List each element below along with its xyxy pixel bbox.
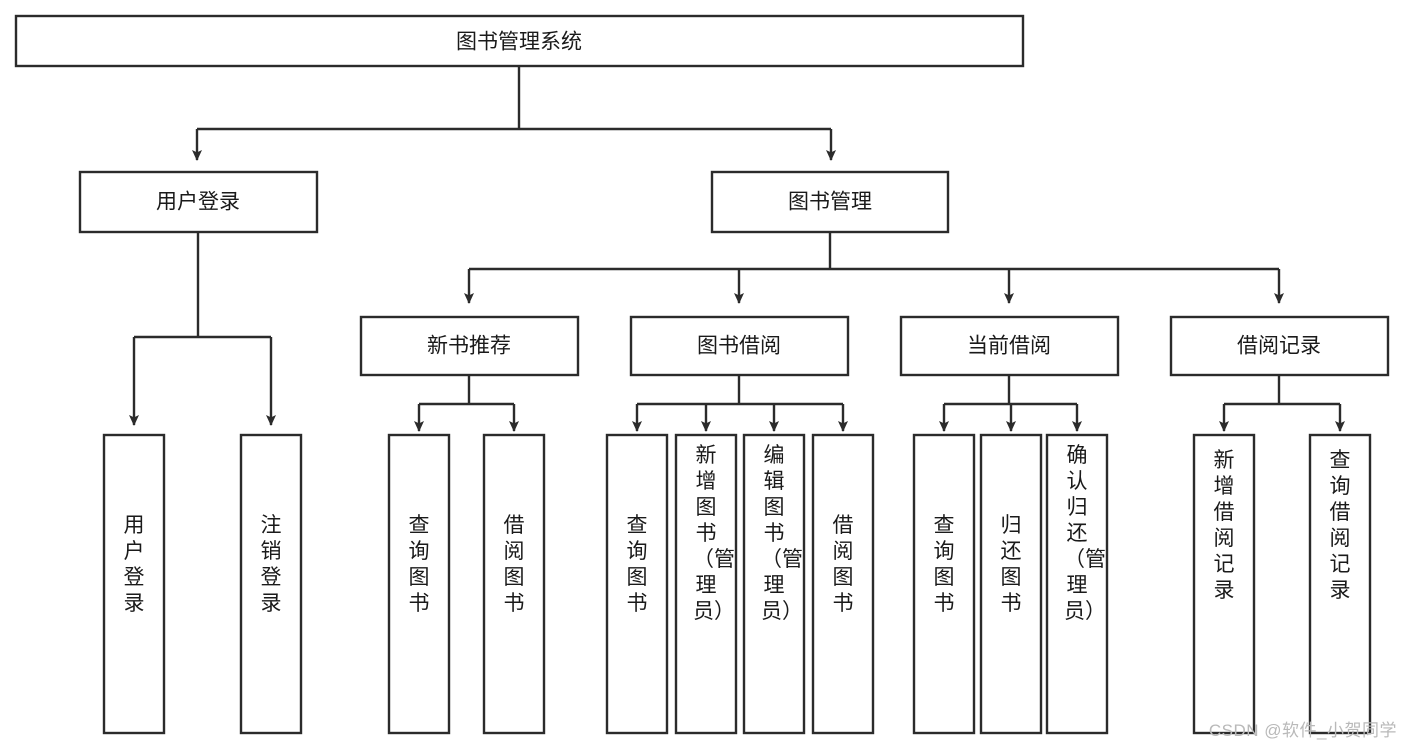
connector-book-management-to-level3 xyxy=(464,232,1284,304)
leaf-rect-borrow-record-0[interactable] xyxy=(1192,433,1256,735)
connector-current-borrow-to-leaves xyxy=(939,375,1082,432)
leaf-label-book-borrow-0: 查询图书 xyxy=(626,514,648,615)
leaf-label-borrow-record-1: 查询借阅记录 xyxy=(1329,449,1351,602)
leaf-rect-new-book-1[interactable] xyxy=(482,433,546,735)
connector-user-login-to-leaves xyxy=(129,232,276,426)
leaf-rect-user-login-0[interactable] xyxy=(102,433,166,735)
leaf-rect-borrow-record-1[interactable] xyxy=(1308,433,1372,735)
leaf-rect-book-borrow-2[interactable] xyxy=(742,433,806,735)
leaf-label-user-login-0: 用户登录 xyxy=(123,514,145,615)
connector-borrow-record-to-leaves xyxy=(1219,375,1345,432)
node-root[interactable]: 图书管理系统 xyxy=(14,14,1025,68)
leaf-label-current-borrow-1: 归还图书 xyxy=(1000,514,1022,615)
node-user-login-rect xyxy=(78,170,319,234)
connector-book-borrow-to-leaves xyxy=(632,375,848,432)
node-new-book-recommend-label: 新书推荐 xyxy=(427,335,511,358)
leaf-label-book-borrow-3: 借阅图书 xyxy=(832,514,854,615)
leaf-rect-user-login-1[interactable] xyxy=(239,433,303,735)
leaf-rect-book-borrow-1[interactable] xyxy=(674,433,738,735)
leaf-label-current-borrow-0: 查询图书 xyxy=(933,514,955,615)
leaf-rect-book-borrow-3[interactable] xyxy=(811,433,875,735)
leaf-rect-current-borrow-0[interactable] xyxy=(912,433,976,735)
leaf-label-current-borrow-2: 确认归还（管理员） xyxy=(1064,444,1106,623)
leaf-label-new-book-0: 查询图书 xyxy=(408,514,430,615)
leaf-label-book-borrow-2: 编辑图书（管理员） xyxy=(761,444,803,623)
connector-new-book-recommend-to-leaves xyxy=(414,375,519,432)
node-root-label: 图书管理系统 xyxy=(456,31,582,54)
node-new-book-recommend-rect xyxy=(359,315,580,377)
node-current-borrow-rect xyxy=(899,315,1120,377)
leaf-label-borrow-record-0: 新增借阅记录 xyxy=(1213,449,1235,602)
leaf-label-new-book-1: 借阅图书 xyxy=(503,514,525,615)
node-new-book-recommend[interactable]: 新书推荐 xyxy=(359,315,580,377)
node-user-login[interactable]: 用户登录 xyxy=(78,170,319,234)
node-current-borrow[interactable]: 当前借阅 xyxy=(899,315,1120,377)
connector-root-to-level2 xyxy=(192,66,836,161)
node-borrow-record[interactable]: 借阅记录 xyxy=(1169,315,1390,377)
leaf-label-book-borrow-1: 新增图书（管理员） xyxy=(693,444,735,623)
node-book-management[interactable]: 图书管理 xyxy=(710,170,950,234)
node-current-borrow-label: 当前借阅 xyxy=(967,335,1051,358)
leaf-rect-current-borrow-2[interactable] xyxy=(1045,433,1109,735)
csdn-watermark: CSDN @软件_小贺同学 xyxy=(1208,721,1397,740)
leaf-rect-current-borrow-1[interactable] xyxy=(979,433,1043,735)
node-root-rect xyxy=(14,14,1025,68)
node-user-login-label: 用户登录 xyxy=(156,191,240,214)
leaf-rect-new-book-0[interactable] xyxy=(387,433,451,735)
node-book-borrow-label: 图书借阅 xyxy=(697,335,781,358)
node-book-management-label: 图书管理 xyxy=(788,191,872,214)
leaf-rect-book-borrow-0[interactable] xyxy=(605,433,669,735)
node-borrow-record-label: 借阅记录 xyxy=(1237,335,1321,358)
leaf-label-user-login-1: 注销登录 xyxy=(260,514,282,615)
node-book-borrow[interactable]: 图书借阅 xyxy=(629,315,850,377)
